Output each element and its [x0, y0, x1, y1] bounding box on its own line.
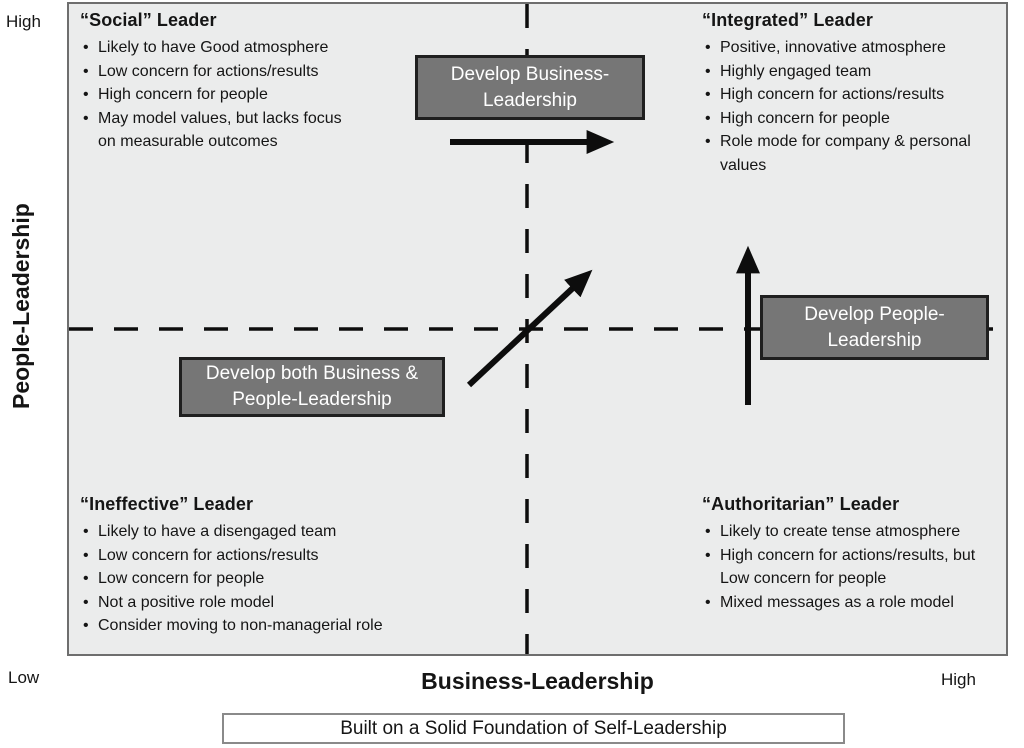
bullet-item: Mixed messages as a role model — [702, 591, 1024, 615]
develop-both-arrow — [466, 269, 593, 388]
origin-low-label: Low — [8, 668, 40, 687]
bullet-item: Likely to create tense atmosphere — [702, 520, 1024, 544]
quadrant-bullet-list: Likely to create tense atmosphereHigh co… — [702, 520, 1024, 614]
bullet-item: High concern for actions/results, but Lo… — [702, 544, 1024, 591]
quadrant-bullet-list: Likely to have a disengaged teamLow conc… — [80, 520, 460, 638]
self-leadership-foundation-banner: Built on a Solid Foundation of Self-Lead… — [222, 713, 845, 744]
quadrant-ineffective-leader: “Ineffective” Leader Likely to have a di… — [80, 494, 460, 638]
quadrant-authoritarian-leader: “Authoritarian” Leader Likely to create … — [702, 494, 1024, 614]
bullet-item: High concern for people — [80, 83, 420, 107]
bullet-item: Likely to have a disengaged team — [80, 520, 460, 544]
bullet-item: Likely to have Good atmosphere — [80, 36, 420, 60]
x-axis-high-label: High — [941, 670, 976, 689]
bullet-item: High concern for people — [702, 107, 1024, 131]
quadrant-bullet-list: Likely to have Good atmosphereLow concer… — [80, 36, 420, 154]
bullet-item: Role mode for company & personal values — [702, 130, 1024, 177]
bullet-item: May model values, but lacks focus on mea… — [80, 107, 420, 154]
bullet-item: Low concern for actions/results — [80, 60, 420, 84]
quadrant-plot-area: “Social” Leader Likely to have Good atmo… — [67, 2, 1008, 656]
bullet-item: Not a positive role model — [80, 591, 460, 615]
callout-develop-people-leadership: Develop People- Leadership — [760, 295, 989, 360]
foundation-label: Built on a Solid Foundation of Self-Lead… — [340, 717, 727, 739]
bullet-item: Positive, innovative atmosphere — [702, 36, 1024, 60]
quadrant-bullet-list: Positive, innovative atmosphereHighly en… — [702, 36, 1024, 177]
quadrant-social-leader: “Social” Leader Likely to have Good atmo… — [80, 10, 420, 154]
bullet-item: Low concern for people — [80, 567, 460, 591]
y-axis-high-label: High — [6, 12, 41, 31]
quadrant-title: “Ineffective” Leader — [80, 494, 254, 514]
bullet-item: Consider moving to non-managerial role — [80, 614, 460, 638]
quadrant-integrated-leader: “Integrated” Leader Positive, innovative… — [702, 10, 1024, 177]
quadrant-title: “Integrated” Leader — [702, 10, 873, 30]
callout-develop-business-leadership: Develop Business- Leadership — [415, 55, 645, 120]
bullet-item: Low concern for actions/results — [80, 544, 460, 568]
bullet-item: Highly engaged team — [702, 60, 1024, 84]
callout-develop-both-leadership: Develop both Business & People-Leadershi… — [179, 357, 445, 417]
y-axis-title: People-Leadership — [8, 203, 34, 409]
quadrant-title: “Social” Leader — [80, 10, 217, 30]
quadrant-title: “Authoritarian” Leader — [702, 494, 900, 514]
bullet-item: High concern for actions/results — [702, 83, 1024, 107]
x-axis-title: Business-Leadership — [421, 668, 654, 694]
